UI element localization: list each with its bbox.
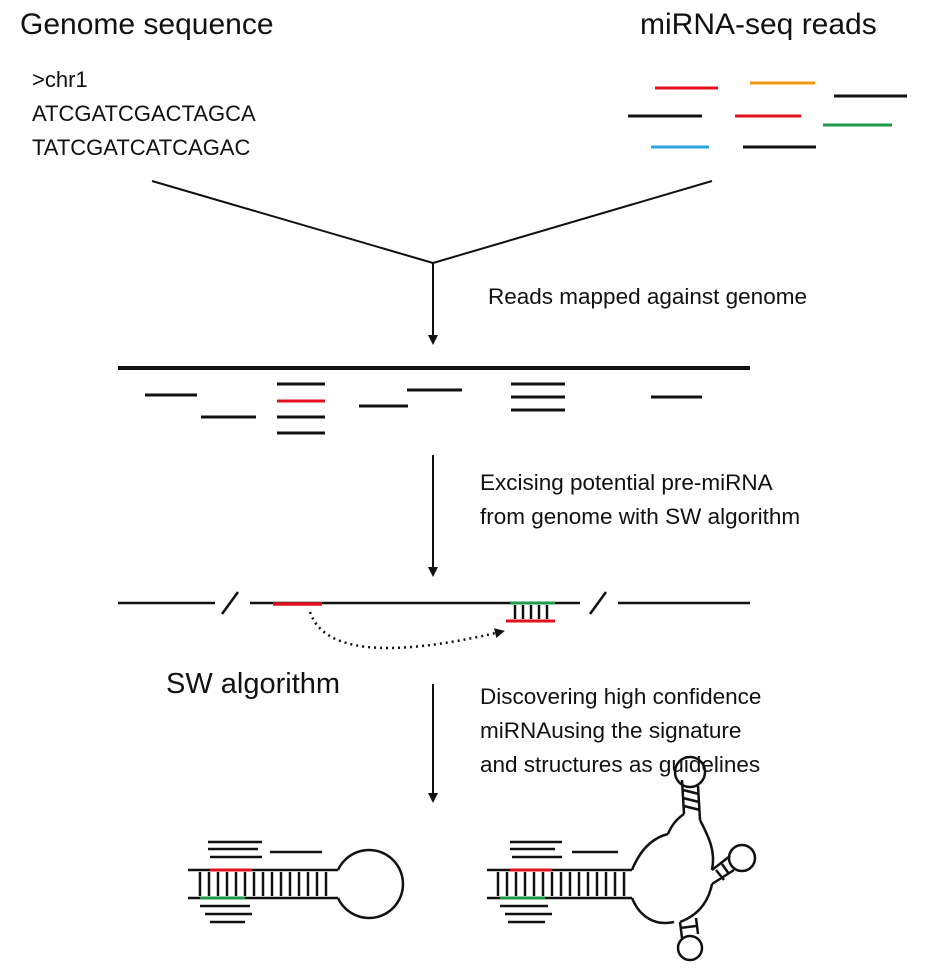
genome-sequence-heading: Genome sequence [20,8,274,41]
hairpin-structure-2 [487,755,757,962]
sequence-header: >chr1 [32,67,88,92]
step-discovering-line-2: miRNAusing the signature [480,718,742,743]
mapped-genome [118,366,750,435]
excised-genome [118,591,750,623]
mirna-seq-reads-heading: miRNA-seq reads [640,8,877,41]
hairpin-structure-1 [188,840,405,924]
sequence-line-2: TATCGATCATCAGAC [32,135,251,160]
reads-cluster [628,81,907,149]
step-excising-line-1: Excising potential pre-miRNA [480,470,773,495]
step-reads-mapped: Reads mapped against genome [488,284,807,309]
step-discovering-line-1: Discovering high confidence [480,684,762,709]
sequence-line-1: ATCGATCGACTAGCA [32,101,256,126]
sw-algorithm-label: SW algorithm [166,668,341,700]
step-discovering-line-3: and structures as guidelines [480,752,761,777]
sw-dotted-arrow [308,611,505,650]
step-excising-line-2: from genome with SW algorithm [480,504,801,529]
merge-funnel [151,180,713,264]
